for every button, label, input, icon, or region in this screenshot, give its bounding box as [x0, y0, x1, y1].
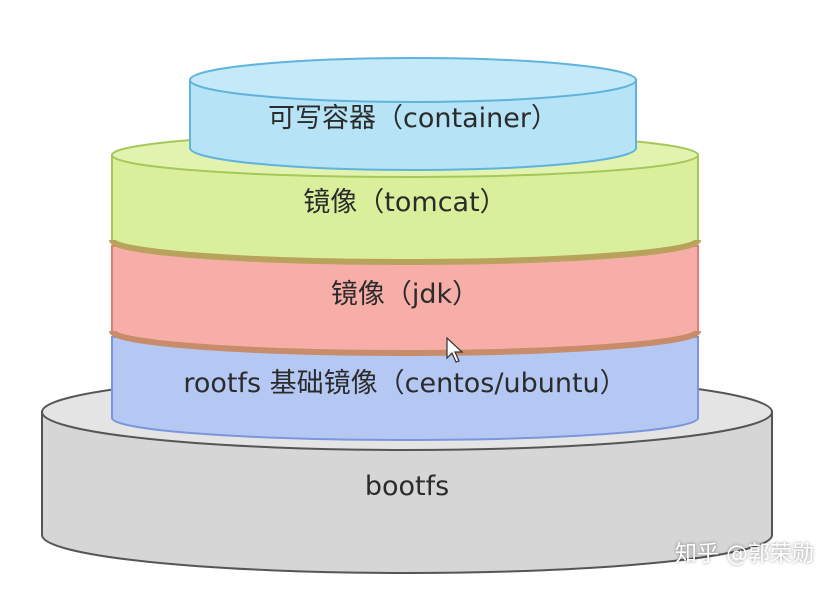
container-top [189, 57, 637, 103]
tomcat-layer-label: 镜像（tomcat） [303, 187, 507, 218]
bootfs-layer-label: bootfs [364, 471, 450, 502]
tomcat-seam [109, 238, 701, 265]
jdk-layer-label: 镜像（jdk） [330, 279, 480, 310]
jdk-seam [109, 329, 701, 356]
rootfs-body [111, 336, 699, 441]
container-body [189, 79, 637, 171]
rootfs-layer-label: rootfs 基础镜像（centos/ubuntu） [183, 368, 627, 399]
layer-rootfs [111, 336, 699, 441]
layer-jdk [109, 245, 701, 356]
container-layer-label: 可写容器（container） [268, 103, 558, 134]
layer-container [189, 57, 637, 171]
watermark-text: 知乎 @郭荣勋 [675, 542, 814, 567]
bootfs-body [41, 411, 773, 574]
mouse-cursor-icon [446, 336, 464, 363]
